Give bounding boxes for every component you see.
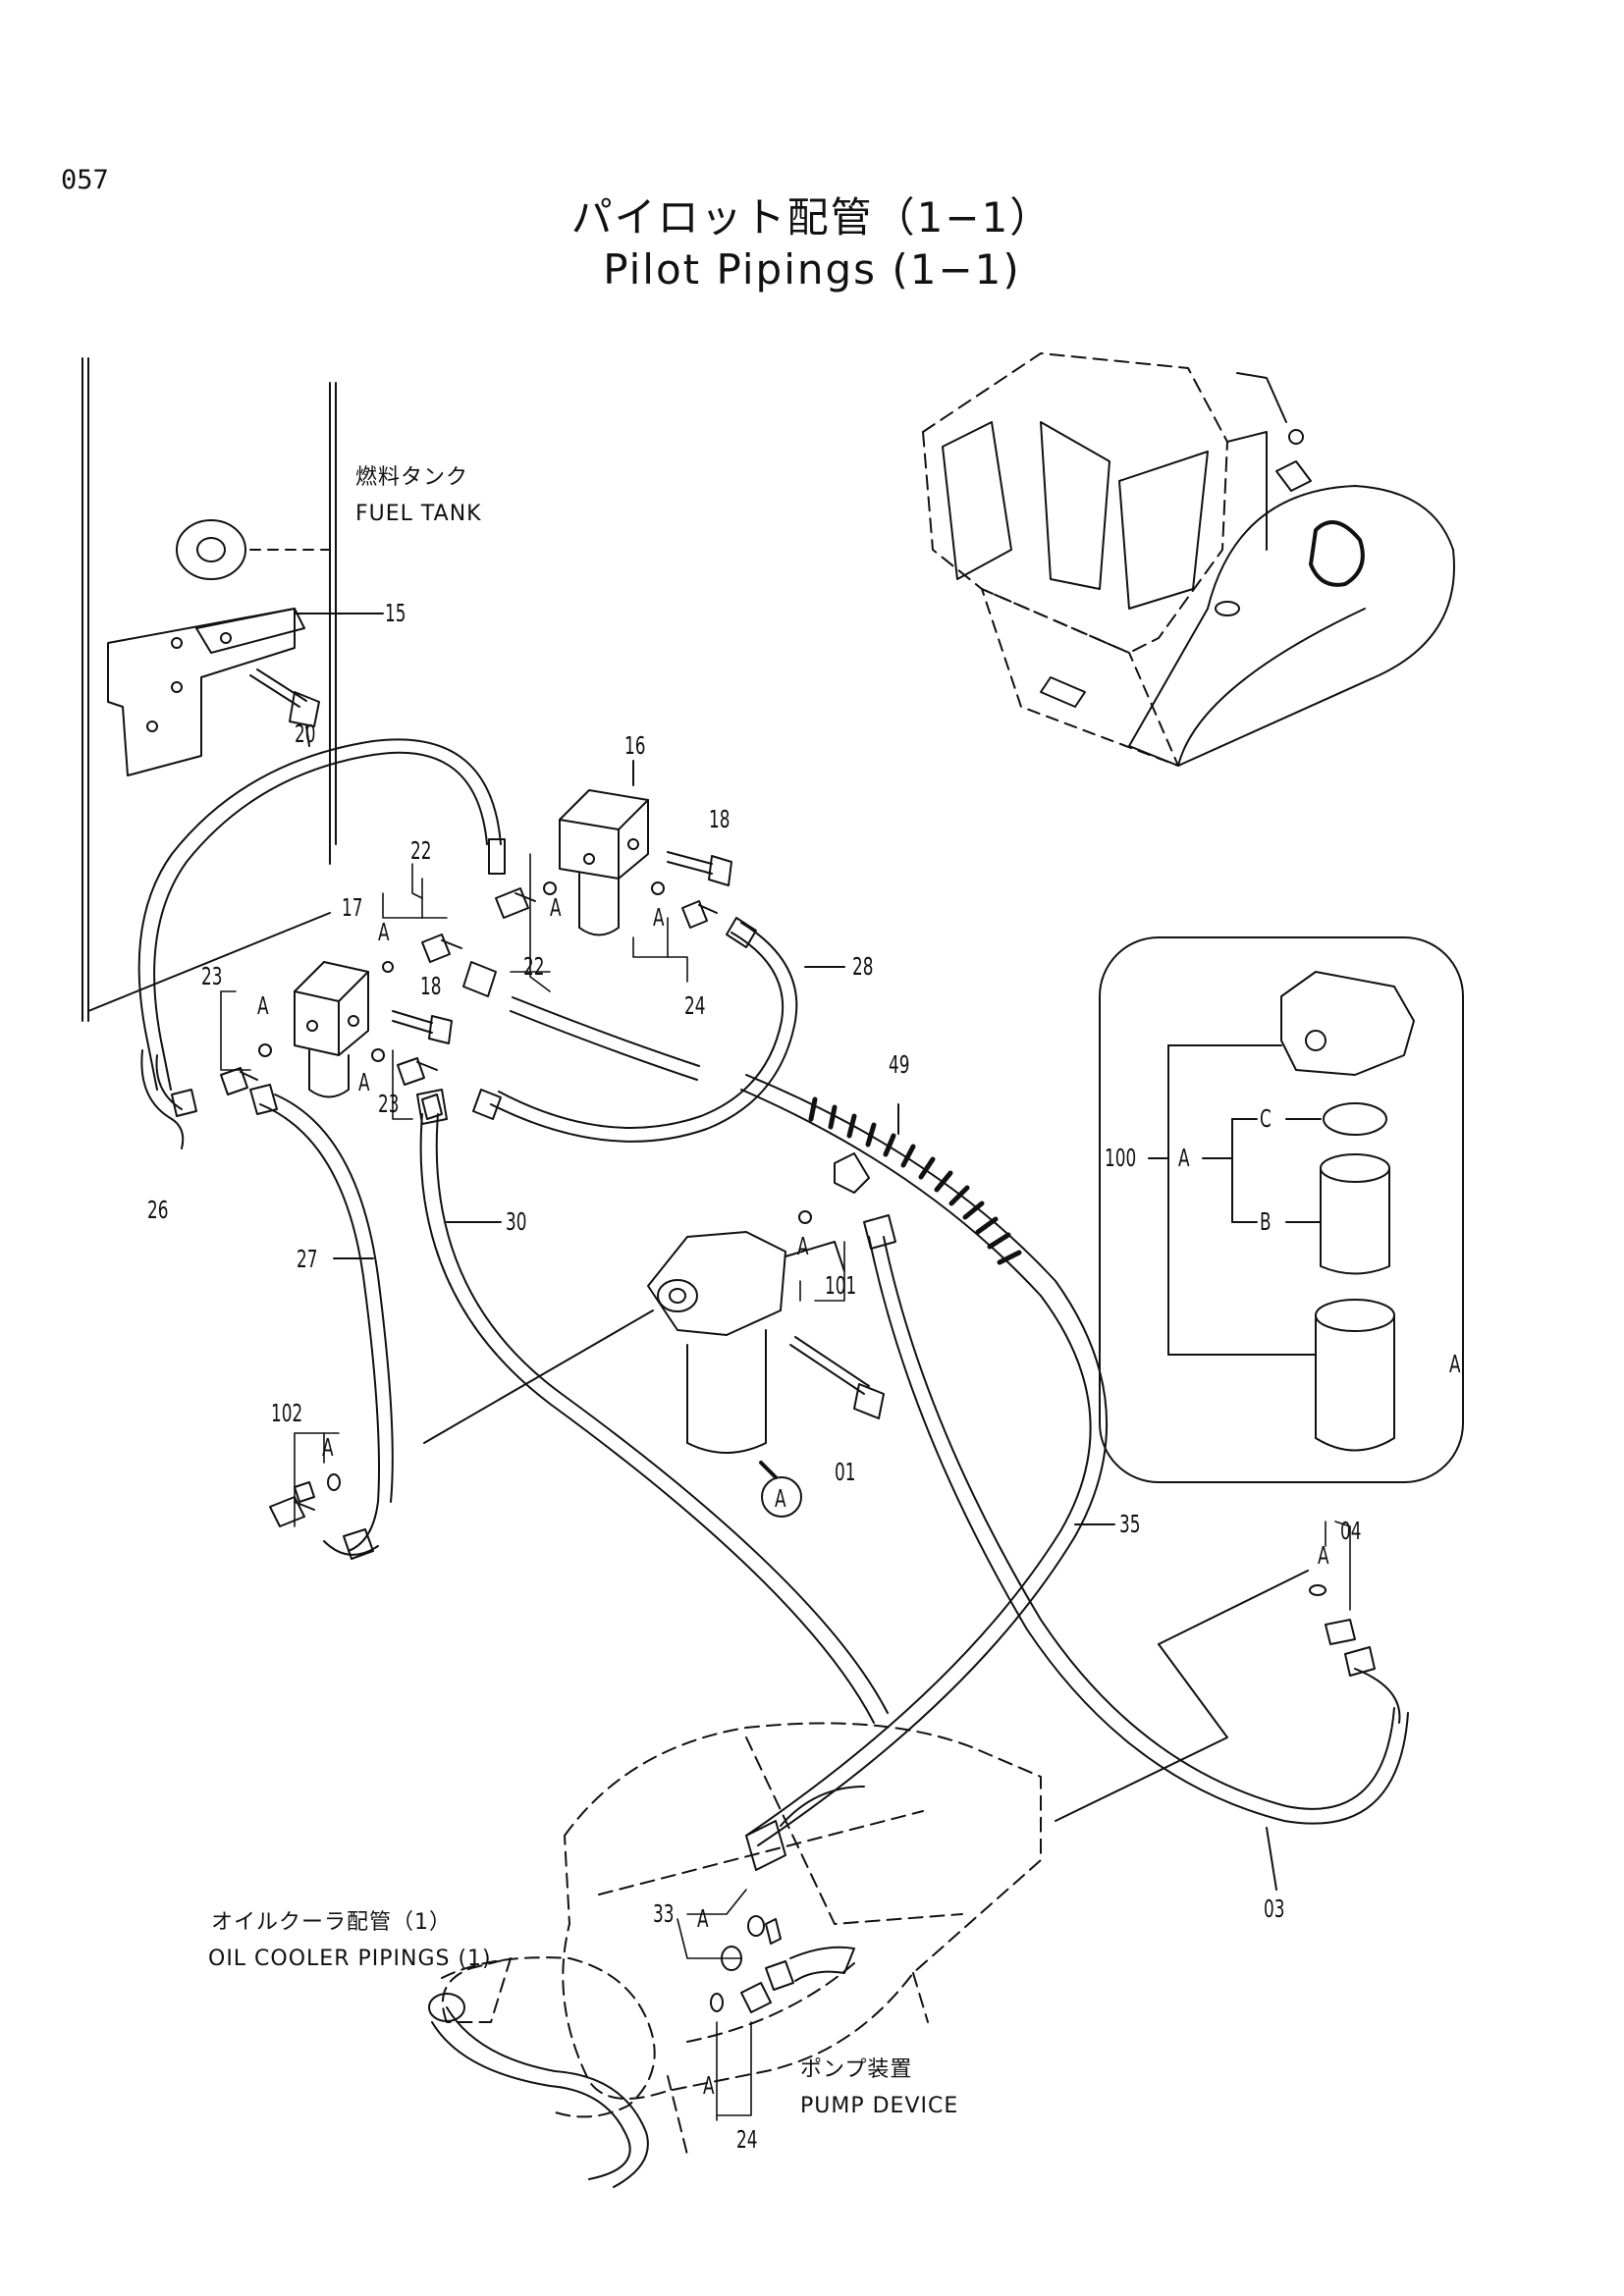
callout-28: 28 — [852, 952, 874, 981]
callout-22: 22 — [523, 952, 545, 981]
hose-30 — [417, 1090, 888, 1723]
pump-device — [442, 1724, 1041, 2156]
inset-letter-c: C — [1260, 1104, 1272, 1133]
callout-23: 23 — [201, 962, 223, 990]
inset-letter-a: A — [1178, 1144, 1190, 1172]
circled-letter-a: A — [775, 1484, 786, 1513]
letter-a: A — [358, 1068, 370, 1096]
callout-01: 01 — [835, 1458, 856, 1486]
excavator-overview — [923, 353, 1454, 766]
callout-24: 24 — [684, 991, 706, 1020]
callout-23: 23 — [378, 1090, 400, 1118]
callout-04: 04 — [1340, 1517, 1362, 1545]
callout-18: 18 — [709, 805, 731, 833]
fittings-102 — [270, 1474, 340, 1526]
hose-49 — [741, 1075, 1107, 1845]
letter-a: A — [1318, 1541, 1329, 1570]
letter-a: A — [703, 2071, 715, 2100]
callout-24: 24 — [736, 2125, 758, 2154]
hose-upper-loop — [139, 739, 505, 1090]
page-number: 057 — [61, 165, 109, 195]
inset-edge-letter-a: A — [1449, 1350, 1461, 1378]
callout-101: 101 — [825, 1271, 857, 1300]
leader-lines — [221, 854, 1350, 2120]
inset-assembly-100 — [1100, 937, 1463, 1482]
fuel-tank-label-en: FUEL TANK — [355, 502, 482, 526]
callout-15: 15 — [385, 599, 406, 627]
callout-22: 22 — [410, 836, 432, 865]
callout-27: 27 — [297, 1245, 318, 1273]
letter-a: A — [257, 991, 269, 1020]
fuel-tank-wall — [82, 358, 336, 1021]
line-filter — [424, 1153, 884, 1517]
letter-a: A — [697, 1904, 709, 1933]
filter-16 — [560, 761, 648, 935]
bracket-15 — [108, 520, 383, 775]
callout-49: 49 — [889, 1050, 910, 1079]
callout-20: 20 — [295, 720, 316, 748]
hose-26-27 — [141, 1050, 392, 1559]
callout-16: 16 — [624, 731, 646, 760]
oil-cooler-label-en: OIL COOLER PIPINGS (1) — [208, 1947, 492, 1971]
callout-30: 30 — [506, 1207, 527, 1236]
callout-26: 26 — [147, 1196, 169, 1224]
letter-a: A — [322, 1433, 334, 1462]
hose-35 — [864, 1215, 1408, 1890]
callout-100: 100 — [1105, 1144, 1137, 1172]
bolt-20 — [250, 669, 319, 746]
callout-35: 35 — [1119, 1510, 1141, 1538]
letter-a: A — [653, 903, 665, 932]
letter-a: A — [378, 918, 390, 946]
pump-device-label-en: PUMP DEVICE — [800, 2094, 959, 2118]
inset-letter-b: B — [1260, 1207, 1272, 1236]
pump-fittings — [711, 1787, 864, 2012]
callout-18: 18 — [420, 972, 442, 1000]
letter-a: A — [797, 1232, 809, 1260]
title-english: Pilot Pipings (1−1) — [603, 245, 1021, 294]
oil-cooler-label-jp: オイルクーラ配管（1） — [211, 1910, 452, 1935]
hose-03 — [1056, 1571, 1399, 1821]
callout-33: 33 — [653, 1899, 675, 1928]
pump-device-label-jp: ポンプ装置 — [800, 2057, 913, 2082]
filter-17 — [295, 962, 368, 1097]
letter-a: A — [550, 893, 562, 922]
bolt-18 — [393, 852, 731, 1043]
callout-102: 102 — [271, 1399, 303, 1427]
callout-17: 17 — [342, 893, 363, 922]
pump-hose-inlet — [429, 1994, 648, 2187]
hose-28 — [463, 918, 844, 1142]
title-japanese: パイロット配管（1−1） — [570, 193, 1054, 241]
fuel-tank-label-jp: 燃料タンク — [355, 465, 469, 490]
callout-03: 03 — [1264, 1895, 1285, 1923]
